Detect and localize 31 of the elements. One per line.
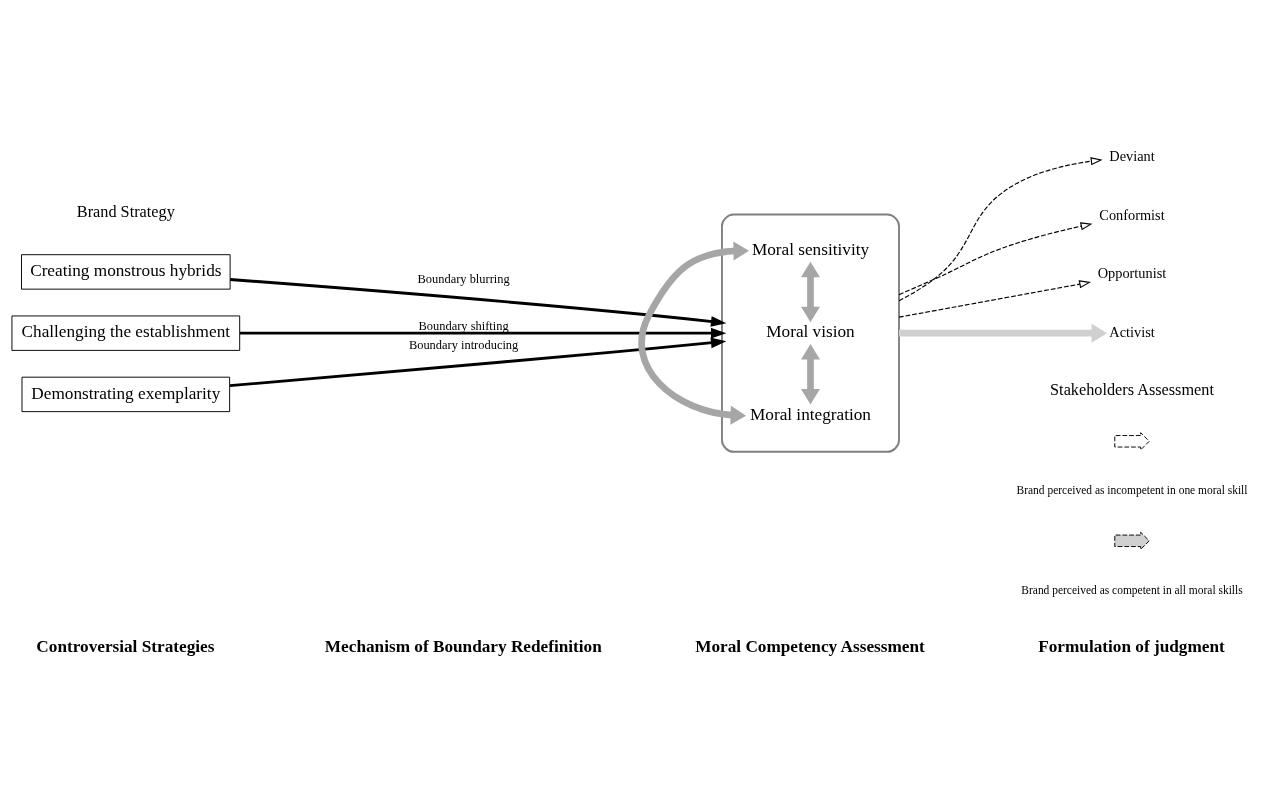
node-text: Deviant xyxy=(1109,147,1155,164)
edge-label: Boundary introducing xyxy=(408,337,519,352)
node-box: Creating monstrous hybrids xyxy=(21,253,231,290)
node-text: Activist xyxy=(1109,323,1155,340)
label: Stakeholders Assessment xyxy=(1050,380,1214,399)
label: Brand Strategy xyxy=(76,202,175,221)
node-box: Challenging the establishment xyxy=(11,314,241,351)
node-text: Moral integration xyxy=(749,404,871,424)
arrow xyxy=(801,261,820,322)
node-text: Moral sensitivity xyxy=(751,239,870,259)
arrow xyxy=(230,277,727,327)
legend-label: Brand perceived as competent in all moral skills xyxy=(1021,583,1243,596)
label: Controversial Strategies xyxy=(36,636,215,656)
node-text: Opportunist xyxy=(1097,264,1167,281)
edge-label: Boundary blurring xyxy=(417,271,510,286)
arrow xyxy=(239,327,727,339)
node-text: Moral vision xyxy=(766,321,855,341)
arrow xyxy=(898,156,1103,301)
arrow xyxy=(229,336,727,387)
arrow xyxy=(898,279,1092,318)
cluster xyxy=(721,213,900,453)
node-text: Conformist xyxy=(1099,206,1165,223)
node-box: Demonstrating exemplarity xyxy=(21,376,231,412)
legend-label: Brand perceived as incompetent in one moral skill xyxy=(1016,483,1248,496)
label: Moral Competency Assessment xyxy=(695,636,925,656)
arrow xyxy=(638,241,749,425)
label: Formulation of judgment xyxy=(1038,636,1225,656)
arrow xyxy=(801,343,820,404)
edge-label: Boundary shifting xyxy=(418,318,509,333)
arrow xyxy=(898,221,1093,295)
label: Mechanism of Boundary Redefinition xyxy=(324,636,602,656)
